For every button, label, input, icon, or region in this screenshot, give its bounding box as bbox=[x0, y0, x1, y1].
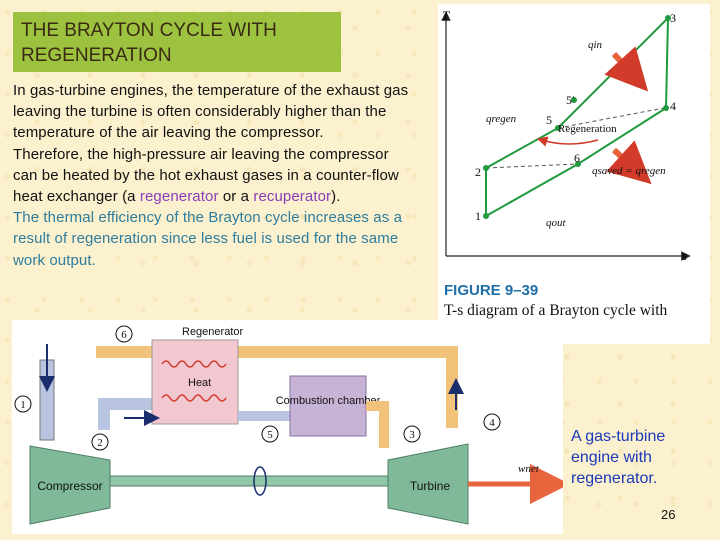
q-saved-label: qsaved = qregen bbox=[592, 165, 666, 177]
cold-duct bbox=[98, 398, 157, 430]
point-1-label: 1 bbox=[475, 209, 481, 223]
regen-dashed-lower bbox=[485, 163, 579, 169]
figure-number: FIGURE 9–39 bbox=[444, 282, 539, 299]
high-pressure-line bbox=[485, 17, 669, 169]
ts-diagram-panel: T s 1 2 3 4 5 5′ 6 bbox=[438, 4, 710, 344]
q-regen-label: qregen bbox=[486, 113, 517, 125]
paragraph-2-end: ). bbox=[331, 188, 341, 206]
heat-label: Heat bbox=[188, 377, 211, 389]
state-6-label: 6 bbox=[121, 329, 127, 341]
point-5-label: 5 bbox=[546, 113, 552, 127]
point-3-label: 3 bbox=[670, 11, 676, 25]
cycle-points bbox=[483, 15, 671, 219]
hot-duct bbox=[366, 401, 389, 448]
shaft bbox=[109, 475, 389, 487]
ts-diagram: T s 1 2 3 4 5 5′ 6 bbox=[441, 8, 691, 263]
slide-title: THE BRAYTON CYCLE WITH REGENERATION bbox=[13, 12, 341, 72]
point-4-label: 4 bbox=[670, 99, 676, 113]
q-in-arrow bbox=[604, 46, 649, 92]
heat-waves-lower bbox=[161, 394, 227, 402]
regen-arrow bbox=[536, 136, 599, 147]
shaft-rotation-icon bbox=[253, 466, 267, 496]
compressor-label: Compressor bbox=[37, 479, 102, 493]
s-axis-label: s bbox=[682, 248, 687, 263]
engine-panel: Regenerator Heat Combustion chamber Comp… bbox=[12, 320, 570, 534]
state-5-label: 5 bbox=[267, 429, 273, 441]
point-2-label: 2 bbox=[475, 165, 481, 179]
combustion-chamber bbox=[289, 375, 367, 437]
engine-schematic: Regenerator Heat Combustion chamber Comp… bbox=[14, 325, 570, 525]
q-in-label: qin bbox=[588, 39, 603, 51]
wnet-label: wnet bbox=[518, 463, 540, 475]
t-axis-label: T bbox=[442, 8, 450, 23]
paragraph-2-or: or a bbox=[218, 188, 254, 206]
regeneration-label: Regeneration bbox=[558, 123, 617, 135]
paragraph-3: The thermal efficiency of the Brayton cy… bbox=[13, 209, 403, 269]
turbine-label: Turbine bbox=[410, 479, 451, 493]
term-recuperator: recuperator bbox=[253, 188, 332, 206]
state-3-label: 3 bbox=[409, 429, 415, 441]
expansion-line bbox=[665, 17, 669, 109]
q-out-label: qout bbox=[546, 217, 567, 229]
compressor-body bbox=[29, 445, 111, 525]
regenerator-box bbox=[151, 339, 239, 425]
regenerator-label: Regenerator bbox=[182, 326, 243, 338]
state-1-label: 1 bbox=[20, 399, 26, 411]
point-5p-label: 5′ bbox=[566, 93, 575, 107]
q-out-arrow bbox=[606, 140, 652, 185]
page-number: 26 bbox=[661, 507, 676, 522]
state-2-label: 2 bbox=[97, 437, 103, 449]
paragraph-2: Therefore, the high-pressure air leaving… bbox=[13, 144, 413, 208]
term-regenerator: regenerator bbox=[139, 188, 219, 206]
engine-caption: A gas-turbine engine with regenerator. bbox=[571, 428, 666, 487]
state-4-label: 4 bbox=[489, 417, 495, 429]
combustion-label: Combustion chamber bbox=[276, 395, 381, 407]
heat-waves bbox=[161, 360, 227, 368]
turbine-body bbox=[387, 443, 469, 525]
regen-dashed-upper bbox=[557, 107, 665, 129]
point-6-label: 6 bbox=[574, 151, 580, 165]
body-text: In gas-turbine engines, the temperature … bbox=[13, 80, 413, 271]
paragraph-2-text: Therefore, the high-pressure air leaving… bbox=[13, 145, 399, 206]
paragraph-1: In gas-turbine engines, the temperature … bbox=[13, 82, 409, 142]
